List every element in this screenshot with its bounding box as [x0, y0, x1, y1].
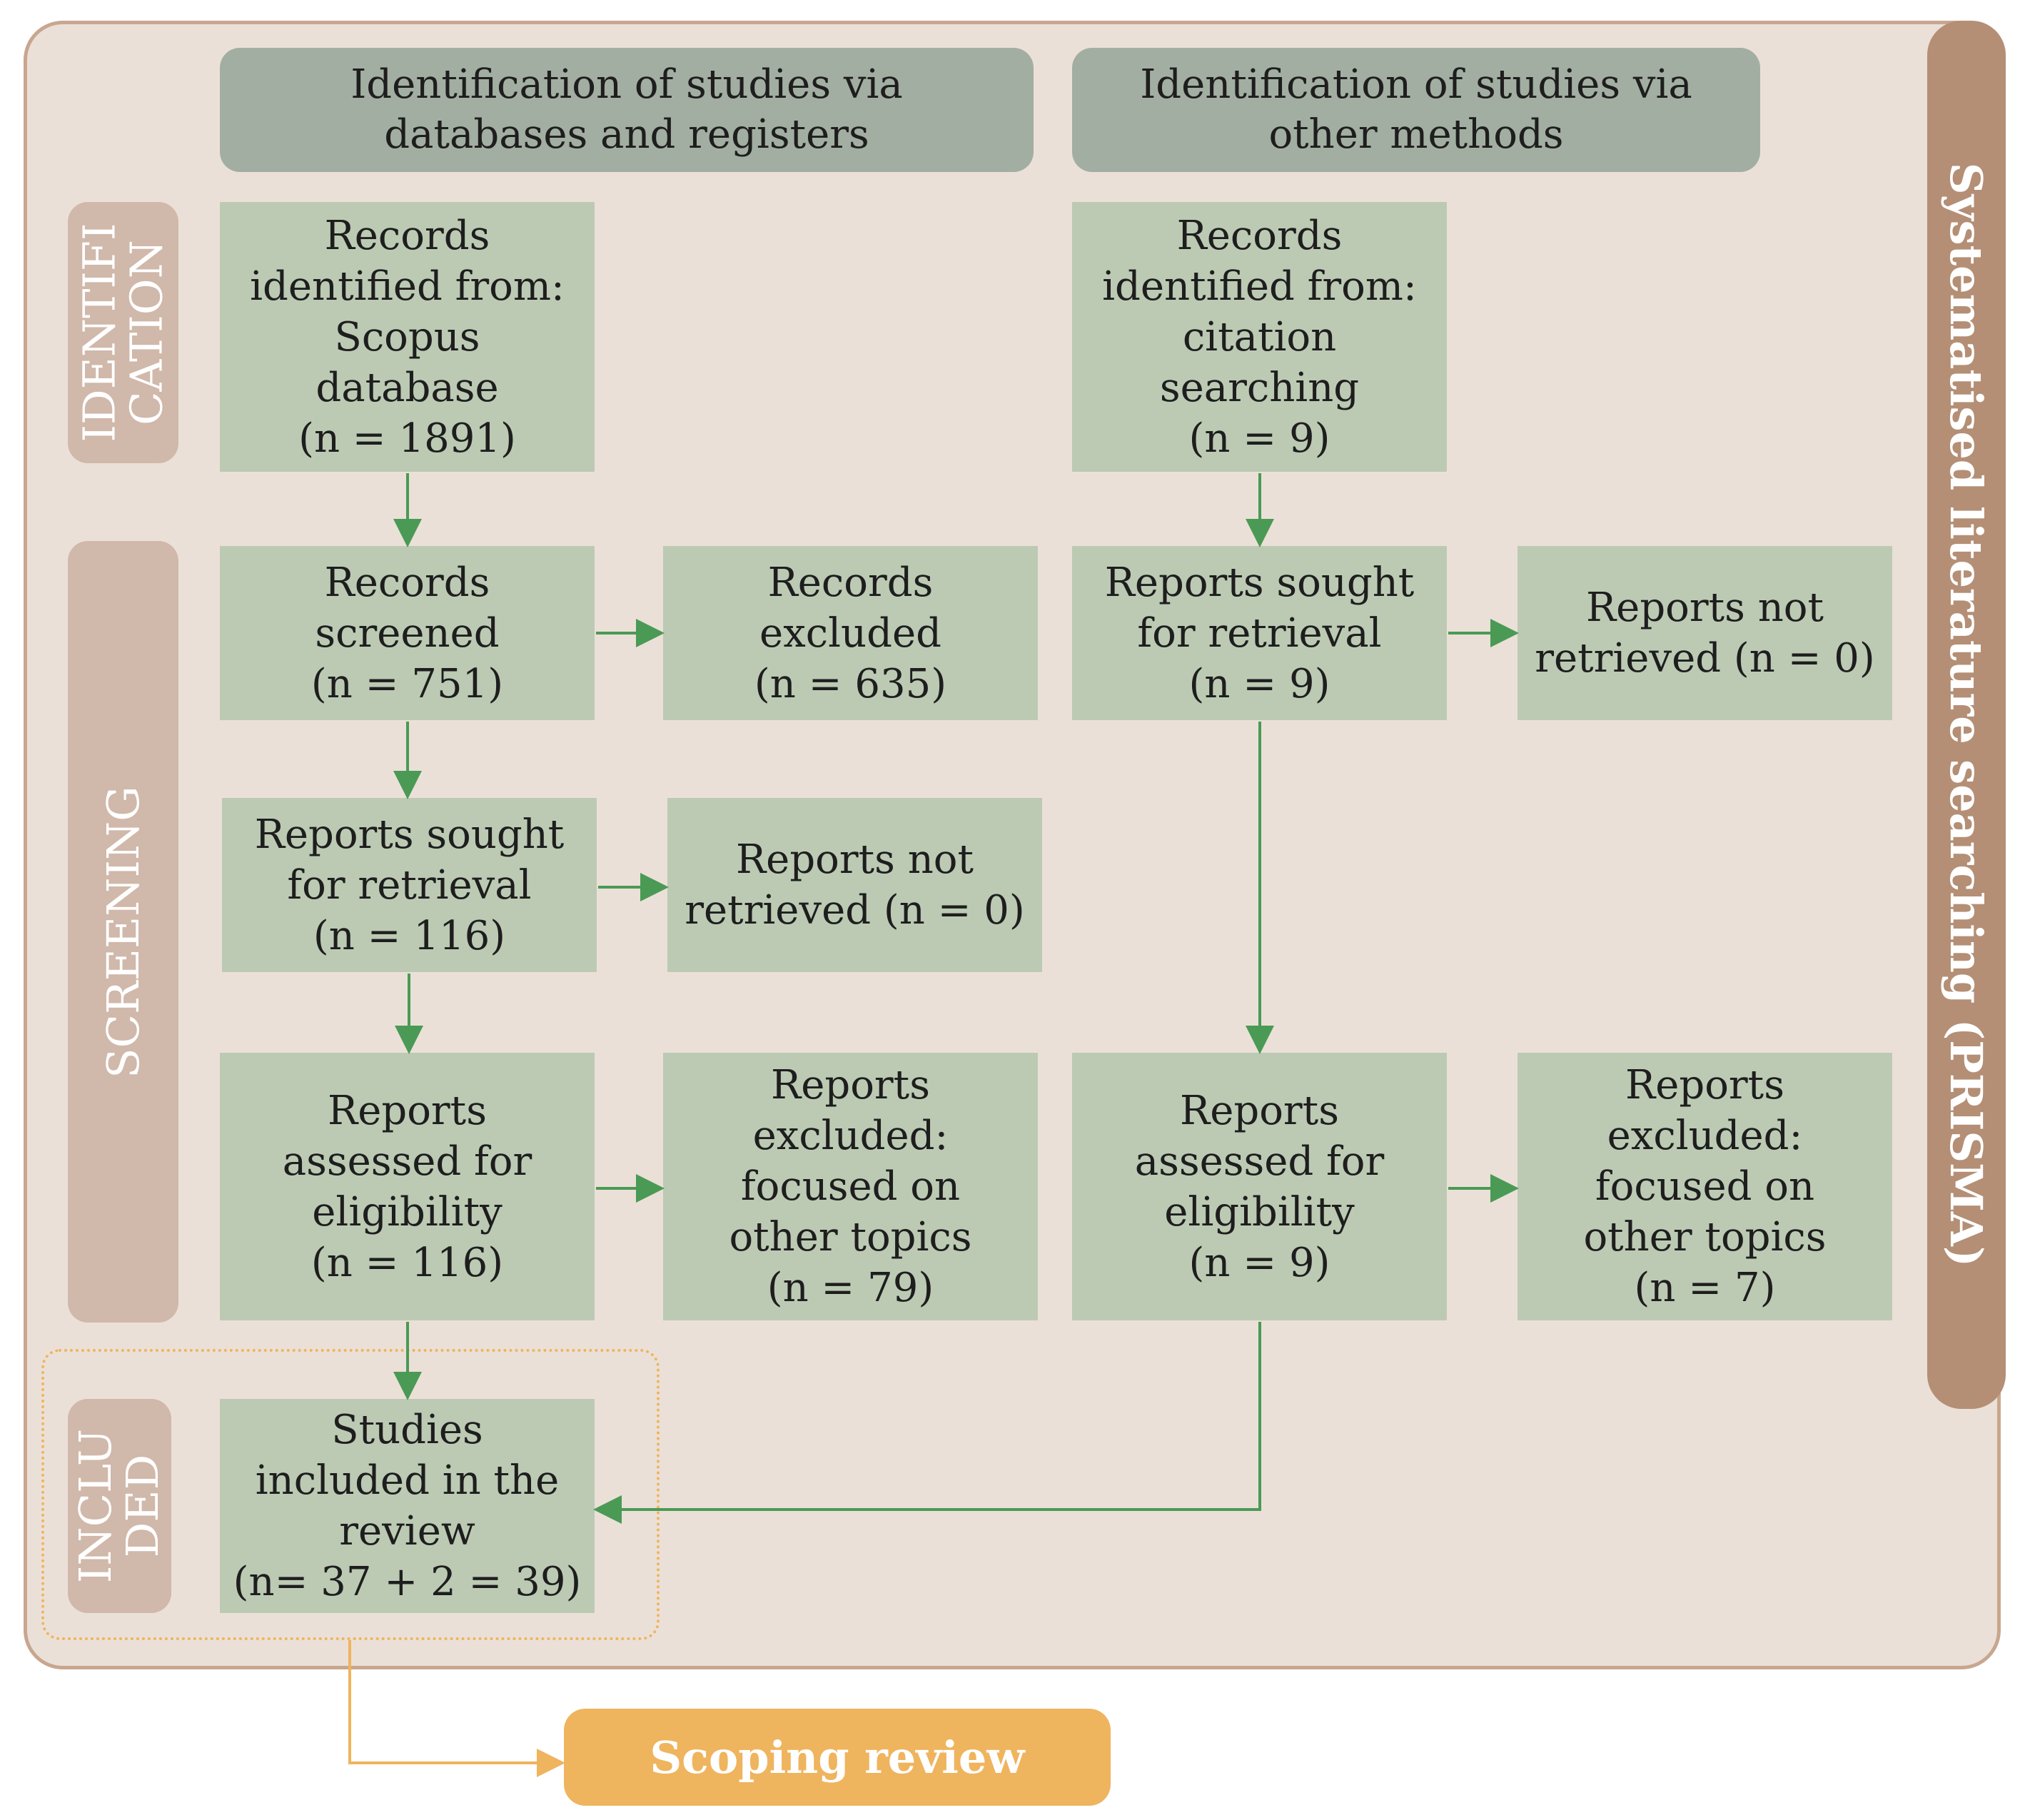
box-line: focused on [740, 1163, 961, 1210]
header-line: Identification of studies via [1140, 61, 1692, 108]
box-line: assessed for [1134, 1138, 1385, 1185]
box-line: review [339, 1508, 475, 1554]
box-line: focused on [1595, 1163, 1815, 1210]
box-line: (n= 37 + 2 = 39) [233, 1559, 582, 1605]
phase-identification: IDENTIFI CATION [68, 202, 178, 463]
scoping-review-box: Scoping review [564, 1709, 1111, 1806]
box-db-records-excluded: Records excluded (n = 635) [663, 546, 1038, 720]
box-line: (n = 116) [310, 1239, 504, 1286]
box-line: Records [767, 559, 934, 606]
box-other-reports-excluded: Reports excluded: focused on other topic… [1517, 1053, 1892, 1320]
box-line: retrieved (n = 0) [685, 887, 1025, 934]
box-line: (n = 1891) [298, 415, 516, 462]
box-line: identified from: [250, 263, 565, 310]
header-line: databases and registers [384, 111, 869, 158]
box-line: Records [324, 559, 490, 606]
box-line: other topics [729, 1214, 972, 1260]
box-line: for retrieval [1137, 610, 1382, 657]
phase-screening: SCREENING [68, 541, 178, 1323]
box-line: Studies [331, 1407, 483, 1453]
box-line: Reports not [1586, 585, 1824, 631]
arrow-other-assessed-to-included [593, 1322, 1261, 1524]
box-line: for retrieval [287, 861, 532, 909]
box-db-reports-excluded: Reports excluded: focused on other topic… [663, 1053, 1038, 1320]
included-zone-outline [41, 1349, 660, 1640]
phase-included: INCLU DED [68, 1399, 171, 1613]
box-line: Reports [771, 1062, 930, 1108]
box-line: excluded [759, 610, 941, 657]
box-db-records-identified: Records identified from: Scopus database… [220, 202, 595, 472]
box-line: (n = 7) [1634, 1265, 1776, 1311]
box-line: excluded: [752, 1113, 949, 1159]
box-line: Scopus [334, 313, 480, 360]
box-other-reports-assessed: Reports assessed for eligibility (n = 9) [1072, 1053, 1447, 1320]
arrow-included-to-scoping-review [348, 1640, 565, 1777]
header-line: Identification of studies via [350, 61, 903, 108]
box-line: (n = 751) [310, 660, 504, 707]
box-line: Records [324, 212, 490, 259]
box-db-reports-not-retrieved: Reports not retrieved (n = 0) [667, 798, 1042, 972]
box-line: Reports [1180, 1087, 1339, 1134]
box-line: identified from: [1102, 263, 1417, 310]
box-line: Reports sought [1104, 559, 1415, 606]
box-line: other topics [1583, 1214, 1827, 1260]
box-line: Records [1176, 212, 1343, 259]
prisma-sidebar: Systematised literature searching (PRISM… [1927, 21, 2006, 1409]
box-other-reports-not-retrieved: Reports not retrieved (n = 0) [1517, 546, 1892, 720]
box-line: assessed for [282, 1138, 532, 1185]
box-other-records-identified: Records identified from: citation search… [1072, 202, 1447, 472]
box-line: retrieved (n = 0) [1535, 635, 1875, 682]
header-databases: Identification of studies via databases … [220, 48, 1034, 172]
box-studies-included: Studies included in the review (n= 37 + … [220, 1399, 595, 1613]
box-line: Reports [1625, 1062, 1784, 1108]
box-db-reports-sought: Reports sought for retrieval (n = 116) [222, 798, 597, 972]
box-line: (n = 116) [313, 912, 506, 959]
box-other-reports-sought: Reports sought for retrieval (n = 9) [1072, 546, 1447, 720]
box-line: included in the [255, 1457, 560, 1504]
box-line: (n = 79) [767, 1265, 934, 1311]
box-db-records-screened: Records screened (n = 751) [220, 546, 595, 720]
box-line: Reports not [736, 836, 974, 883]
box-line: database [315, 364, 499, 411]
box-line: (n = 9) [1188, 415, 1330, 462]
header-other-methods: Identification of studies via other meth… [1072, 48, 1760, 172]
box-line: eligibility [1164, 1188, 1355, 1235]
box-line: searching [1159, 364, 1360, 411]
header-line: other methods [1268, 111, 1564, 158]
box-line: excluded: [1607, 1113, 1803, 1159]
box-line: (n = 9) [1188, 1239, 1330, 1286]
box-db-reports-assessed: Reports assessed for eligibility (n = 11… [220, 1053, 595, 1320]
box-line: screened [315, 610, 500, 657]
box-line: Reports sought [254, 811, 565, 858]
box-line: citation [1182, 313, 1337, 360]
box-line: Reports [328, 1087, 487, 1134]
box-line: (n = 9) [1188, 660, 1330, 707]
box-line: eligibility [312, 1188, 503, 1235]
box-line: (n = 635) [754, 660, 947, 707]
